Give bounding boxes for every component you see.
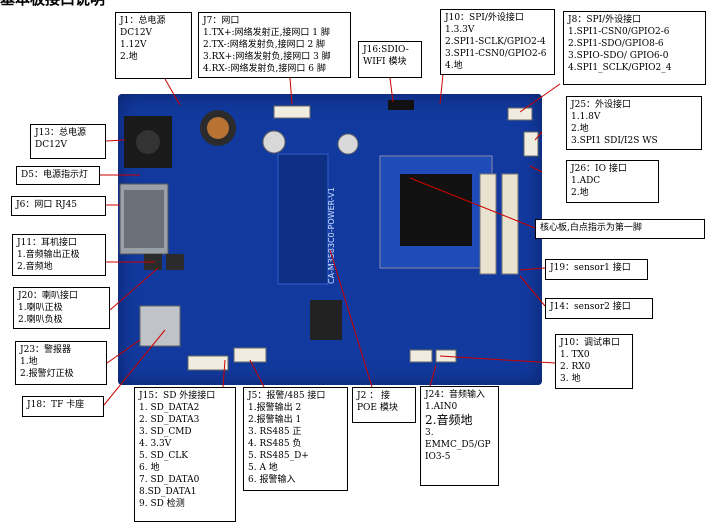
label-core-board: 核心板,白点指示为第一脚	[535, 219, 705, 239]
page-title: 基本板接口说明	[0, 0, 105, 9]
soc-chip	[400, 174, 472, 246]
label-d5: D5：电源指示灯	[16, 166, 100, 185]
label-j16: J16:SDIO-WIFI 模块	[358, 41, 422, 78]
pcb-board-image: CA-M3583C0-POWER-V1	[118, 94, 542, 385]
silkscreen-text: CA-M3583C0-POWER-V1	[327, 187, 336, 284]
pcb-drawing: CA-M3583C0-POWER-V1	[119, 100, 539, 371]
label-j6: J6：网口 RJ45	[11, 196, 106, 216]
label-j14: J14：sensor2 接口	[545, 298, 653, 319]
label-j19: J19：sensor1 接口	[545, 259, 648, 280]
label-j18: J18：TF 卡座	[22, 396, 104, 417]
